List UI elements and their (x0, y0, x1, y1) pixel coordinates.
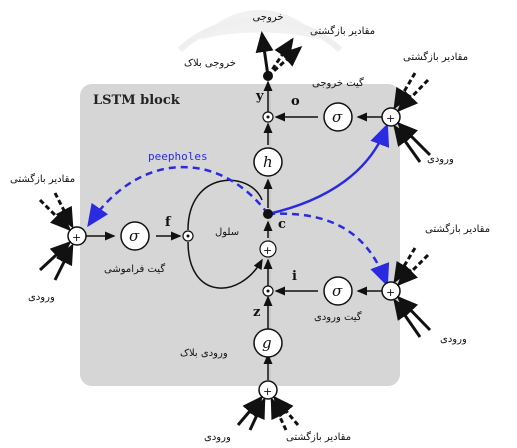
label-input-output: ورودی (427, 154, 454, 165)
label-cell: سلول (215, 227, 239, 238)
label-input-bottom: ورودی (204, 432, 231, 443)
label-block-input: ورودی بلاک (180, 348, 228, 359)
letter-f: f (165, 215, 172, 230)
cell-node (263, 209, 273, 219)
label-recurrent-output: مقادیر بازگشتی (403, 51, 468, 63)
label-recurrent-forget: مقادیر بازگشتی (10, 173, 75, 185)
sigma-input: σ (332, 282, 343, 300)
label-output: خروجی (252, 12, 283, 23)
input-gate-node: σ (323, 276, 353, 306)
lstm-block-background (80, 84, 400, 386)
sigma-output: σ (332, 108, 343, 126)
label-output-gate: گیت خروجی (312, 77, 364, 89)
peephole-connections (87, 123, 390, 287)
sum-output-plus: + (386, 112, 395, 125)
incoming-recurrent-arrows (38, 72, 430, 431)
outgoing-recurrent-arrows (266, 37, 303, 78)
output-gate-node: σ (323, 102, 353, 132)
letter-z: z (253, 305, 260, 320)
label-input-input: ورودی (440, 334, 467, 345)
cell-sum-plus: + (263, 244, 272, 257)
output-activation-node: h (253, 147, 283, 177)
label-forget-gate: گیت فراموشی (104, 263, 165, 275)
sum-nodes (67, 107, 401, 400)
main-flow-lines (86, 80, 385, 380)
outgoing-output-arrows (255, 31, 274, 77)
g-symbol: g (262, 334, 272, 352)
peepholes-label: peepholes (148, 150, 208, 163)
forget-gate-node: σ (120, 221, 150, 251)
label-input-forget: ورودی (28, 292, 55, 303)
label-recurrent-bottom: مقادیر بازگشتی (286, 431, 351, 443)
h-symbol: h (263, 153, 273, 171)
block-title: LSTM block (93, 93, 181, 108)
sum-forget-plus: + (72, 231, 81, 244)
sum-input-plus: + (386, 286, 395, 299)
letter-i: i (292, 269, 297, 284)
sum-block-plus: + (263, 385, 272, 398)
label-recurrent-input: مقادیر بازگشتی (425, 223, 490, 235)
letter-c: c (278, 217, 286, 232)
label-recurrent-top: مقادیر بازگشتی (310, 25, 375, 37)
operator-dots (186, 115, 270, 293)
block-input-node: g (253, 328, 283, 358)
incoming-input-arrows (38, 121, 432, 431)
letter-o: o (291, 94, 300, 109)
sigma-forget: σ (129, 227, 140, 245)
label-block-output: خروجی بلاک (184, 58, 236, 69)
letter-y: y (255, 89, 264, 104)
label-input-gate: گیت ورودی (314, 311, 362, 323)
